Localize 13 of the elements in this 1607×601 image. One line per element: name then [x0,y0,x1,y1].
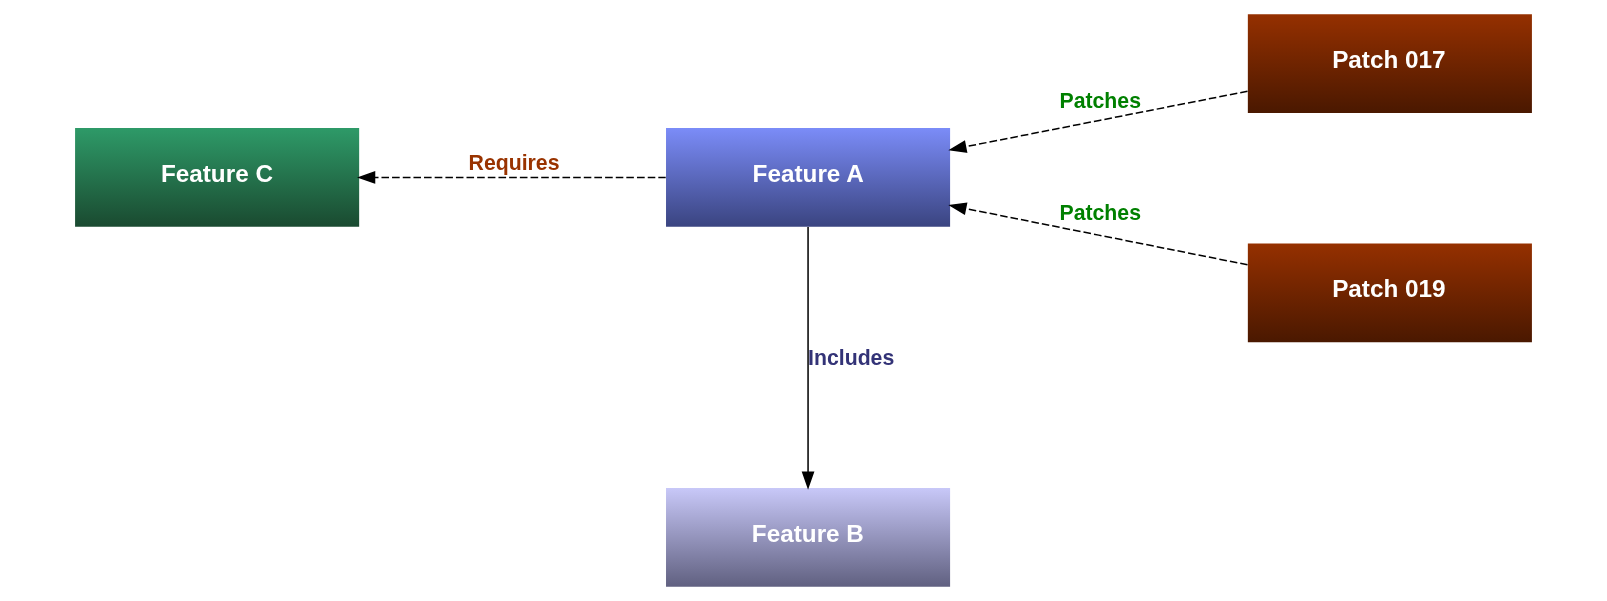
arrow [948,202,1249,266]
node-box: Patch 017 [1247,14,1532,113]
arrow [357,171,667,184]
node-box: Feature B [666,488,951,587]
node-box: Patch 019 [1247,243,1532,343]
node-box: Feature C [75,128,360,227]
node-box: Feature A [666,128,951,227]
edge-label: Patches [1059,88,1141,113]
edge-label: Patches [1059,201,1141,226]
edge-label: Includes [808,346,895,371]
arrow [948,90,1249,153]
edge-label: Requires [468,151,560,176]
arrow [801,226,815,490]
